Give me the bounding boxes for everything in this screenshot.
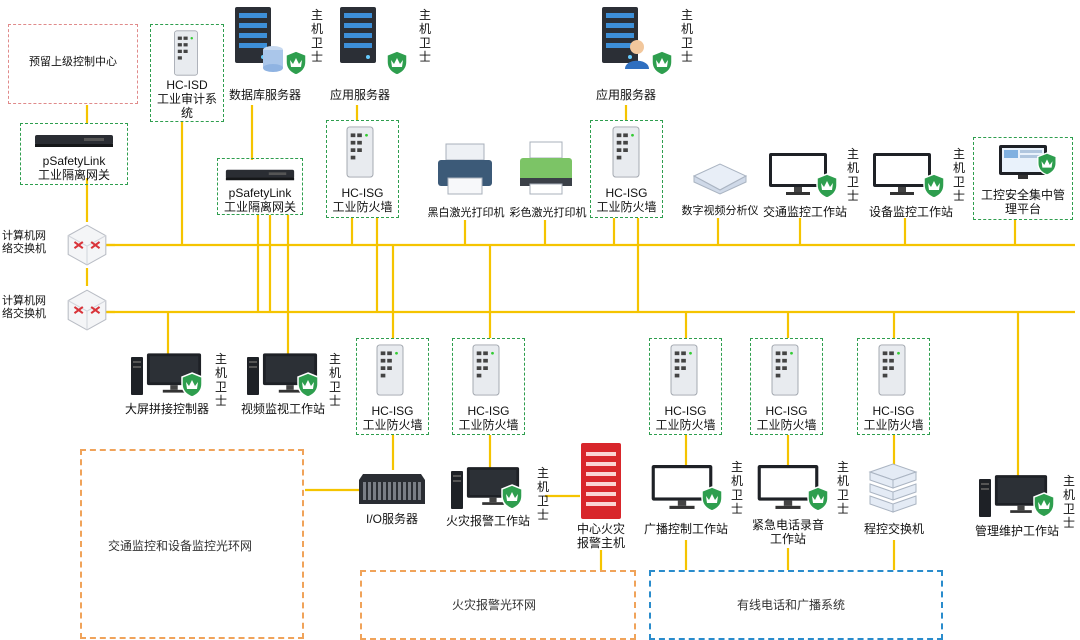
fire-ws-tower-icon <box>450 470 464 510</box>
firewall-label-top-2: HC-ISG 工业防火墙 <box>596 186 657 214</box>
firewall-icon-bottom-3 <box>670 344 698 396</box>
guard-label: 主机卫士 <box>418 8 431 64</box>
guard-shield-icon <box>922 173 946 199</box>
reserved-center-label: 预留上级控制中心 <box>29 56 117 68</box>
fire-ws-label: 火灾报警工作站 <box>445 514 530 528</box>
switch-icon-1 <box>64 220 110 268</box>
bw-printer-label: 黑白激光打印机 <box>427 207 505 219</box>
firewall-label-bottom-1: HC-ISG 工业防火墙 <box>362 404 423 432</box>
fire-alarm-host-icon <box>581 443 621 519</box>
guard-shield-icon <box>500 484 524 510</box>
maint-tower-icon <box>978 478 992 518</box>
guard-shield-icon <box>650 50 674 76</box>
audit-box <box>150 24 224 122</box>
fire-host-label: 中心火灾 报警主机 <box>576 522 625 550</box>
pbx-label: 程控交换机 <box>863 522 924 536</box>
switch-label-1: 计算机网 络交换机 <box>2 230 46 255</box>
io-server-label: I/O服务器 <box>365 512 418 526</box>
phone-ws-label: 紧急电话录音 工作站 <box>751 518 824 546</box>
region-phone-box <box>649 570 943 640</box>
guard-shield-icon <box>296 372 320 398</box>
gateway-label-2: pSafetyLink 工业隔离网关 <box>223 186 296 214</box>
region-fire-label: 火灾报警光环网 <box>452 598 537 612</box>
switch-label-2: 计算机网 络交换机 <box>2 295 46 320</box>
firewall-label-bottom-4: HC-ISG 工业防火墙 <box>756 404 817 432</box>
reserved-center-box <box>8 24 138 104</box>
firewall-icon-bottom-1 <box>376 344 404 396</box>
audit-label: HC-ISD 工业审计系 统 <box>156 78 217 120</box>
firewall-icon-top-2 <box>612 126 640 178</box>
firewall-icon-top-1 <box>346 126 374 178</box>
guard-label: 主机卫士 <box>680 8 693 64</box>
gateway-label-1: pSafetyLink 工业隔离网关 <box>37 154 110 182</box>
guard-shield-icon <box>284 50 308 76</box>
firewall-icon-bottom-4 <box>771 344 799 396</box>
firewall-label-bottom-2: HC-ISG 工业防火墙 <box>458 404 519 432</box>
switch-icon-2 <box>64 285 110 333</box>
fw-box-bottom-1 <box>356 338 429 435</box>
db-server-label: 数据库服务器 <box>228 88 301 102</box>
platform-monitor-icon <box>999 145 1047 179</box>
platform-box <box>973 137 1073 220</box>
video-analyzer-label: 数字视频分析仪 <box>681 205 759 217</box>
gateway-box-2 <box>217 158 303 215</box>
app-server-label-1: 应用服务器 <box>329 88 390 102</box>
bw-printer-icon <box>438 143 492 195</box>
color-printer-icon <box>520 141 572 195</box>
database-icon <box>263 46 283 72</box>
region-phone-label: 有线电话和广播系统 <box>737 598 846 612</box>
app-server-icon-1 <box>338 5 378 65</box>
maint-ws-label: 管理维护工作站 <box>974 524 1059 538</box>
traffic-ws-label: 交通监控工作站 <box>762 205 847 219</box>
guard-shield-icon <box>1032 492 1056 518</box>
guard-shield-icon <box>385 50 409 76</box>
video-analyzer-icon <box>692 163 748 195</box>
guard-shield-icon <box>700 486 724 512</box>
platform-label: 工控安全集中管 理平台 <box>980 188 1065 216</box>
fw-box-top-2 <box>590 120 663 218</box>
video-ws-label: 视频监视工作站 <box>240 402 325 416</box>
guard-label: 主机卫士 <box>846 147 859 203</box>
guard-label: 主机卫士 <box>328 352 341 408</box>
firewall-icon-bottom-5 <box>878 344 906 396</box>
guard-label: 主机卫士 <box>310 8 323 64</box>
region-traffic-label: 交通监控和设备监控光环网 <box>108 539 253 553</box>
color-printer-label: 彩色激光打印机 <box>509 207 587 219</box>
guard-label: 主机卫士 <box>536 466 549 522</box>
gateway-box-1 <box>20 123 128 185</box>
video-ws-tower-icon <box>246 356 260 396</box>
guard-label: 主机卫士 <box>730 460 743 516</box>
firewall-label-bottom-3: HC-ISG 工业防火墙 <box>655 404 716 432</box>
firewall-label-top-1: HC-ISG 工业防火墙 <box>332 186 393 214</box>
region-fire-box <box>360 570 636 640</box>
io-server-rack-icon <box>356 468 428 508</box>
guard-label: 主机卫士 <box>952 147 965 203</box>
fw-box-bottom-2 <box>452 338 525 435</box>
user-icon <box>625 40 649 69</box>
guard-label: 主机卫士 <box>214 352 227 408</box>
bigscreen-tower-icon <box>130 356 144 396</box>
broadcast-ws-label: 广播控制工作站 <box>643 522 728 536</box>
guard-label: 主机卫士 <box>1062 474 1075 530</box>
fw-box-bottom-3 <box>649 338 722 435</box>
pbx-icon <box>868 463 918 513</box>
fw-box-top-1 <box>326 120 399 218</box>
guard-label: 主机卫士 <box>836 460 849 516</box>
guard-shield-icon <box>806 486 830 512</box>
audit-device-icon <box>172 30 200 76</box>
bigscreen-label: 大屏拼接控制器 <box>124 402 209 416</box>
device-ws-label: 设备监控工作站 <box>868 205 953 219</box>
firewall-label-bottom-5: HC-ISG 工业防火墙 <box>863 404 924 432</box>
region-traffic-box <box>80 449 304 639</box>
fw-box-bottom-4 <box>750 338 823 435</box>
guard-shield-icon <box>180 372 204 398</box>
firewall-icon-bottom-2 <box>472 344 500 396</box>
gateway-device-icon-2 <box>224 168 296 182</box>
app-server-label-2: 应用服务器 <box>595 88 656 102</box>
guard-shield-icon <box>815 173 839 199</box>
fw-box-bottom-5 <box>857 338 930 435</box>
guard-shield-icon <box>1036 152 1058 176</box>
gateway-device-icon-1 <box>32 133 116 149</box>
